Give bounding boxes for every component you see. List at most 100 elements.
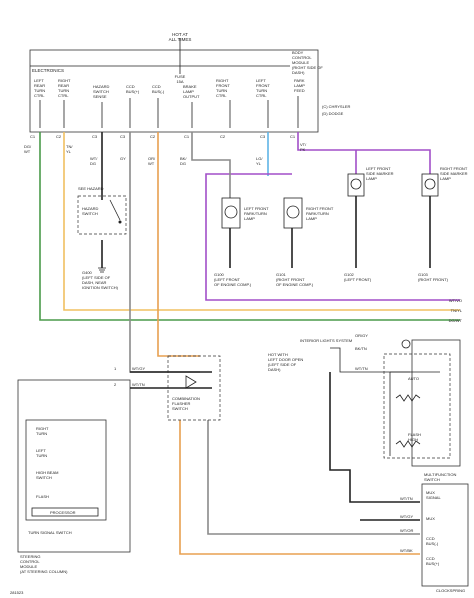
wire-label-pk: VT/	[300, 142, 307, 147]
clockspring-pin-1: MUX	[426, 490, 435, 495]
body-control-module-box	[29, 49, 319, 133]
multifunction-switch-inner	[383, 353, 451, 459]
lf-ground-2: (LEFT FRONT	[214, 277, 240, 282]
bcm-signal-right-rear-1: RIGHT	[58, 78, 71, 83]
bcm-signal-left-rear-1: LEFT	[34, 78, 44, 83]
bcm-signal-lamp-3: FEED	[294, 88, 305, 93]
wire-tan	[63, 132, 460, 311]
wire-purple-top	[297, 132, 431, 174]
clockspring-wire-1: WT/TN	[400, 496, 413, 501]
mfs-auto: AUTO	[408, 376, 419, 381]
bcm-title-3: MODULE	[292, 60, 309, 65]
hazard-switch-title-2: SWITCH	[82, 211, 98, 216]
lf-lamp-label-3: LAMP	[244, 216, 255, 221]
processor-box	[31, 507, 99, 517]
resistor-icon-2	[395, 440, 421, 448]
turn-signal-switch-box	[25, 419, 107, 521]
bcm-signal-lf-3: TURN	[256, 88, 267, 93]
bcm-signal-hazard-3: SENSE	[93, 94, 107, 99]
connector-c6: C1	[184, 134, 190, 139]
bcm-signal-brake-2: LAMP	[183, 89, 194, 94]
wire-purple-loop	[205, 173, 460, 301]
clockspring-wire-4: WT/BK	[400, 548, 413, 553]
scm-switch-title: TURN SIGNAL SWITCH	[28, 530, 72, 535]
legend-dodge: (D) DODGE	[322, 111, 344, 116]
bcm-signal-rf-3: TURN	[216, 88, 227, 93]
hazard-ground-label-3: DASH, NEAR	[82, 280, 107, 285]
lsm-label-1: LEFT FRONT	[366, 166, 391, 171]
bcm-signal-right-rear-4: CTRL	[58, 93, 69, 98]
scm-module-1: STEERING	[20, 554, 40, 559]
clockspring-pin-1b: SIGNAL	[426, 495, 441, 500]
clockspring-pin-4b: BUS(+)	[426, 561, 440, 566]
rf-ground-1: G101	[276, 272, 287, 277]
wire-gray	[129, 132, 200, 373]
bcm-signal-lf-2: FRONT	[256, 83, 270, 88]
clockspring-box	[421, 483, 469, 587]
rsm-label-3: LAMP	[440, 176, 451, 181]
bcm-signal-left-rear-2: REAR	[34, 83, 45, 88]
scm-pin-2: 2	[114, 382, 117, 387]
rf-lamp-label-3: LAMP	[306, 216, 317, 221]
bcm-signal-hazard-2: SWITCH	[93, 89, 109, 94]
bcm-title-2: CONTROL	[292, 55, 312, 60]
mfs-hot-4: DASH)	[268, 367, 281, 372]
wire-orange-lower	[179, 420, 420, 555]
wire-gray-front	[191, 132, 231, 198]
mfs-lamp-icon	[401, 339, 411, 349]
hot-at-all-times-label: HOT AT	[172, 32, 188, 37]
bcm-title-4: (RIGHT SIDE OF	[292, 65, 323, 70]
wire-black-pin	[330, 347, 410, 373]
wire-label-or-2: WT	[148, 161, 155, 166]
scm-switch-left-1: LEFT	[36, 448, 46, 453]
lsm-label-3: LAMP	[366, 176, 377, 181]
bcm-signal-ccd-b-1: CCD	[152, 84, 161, 89]
wire-label-tn: TN/	[66, 144, 73, 149]
hazard-switch-label: SEE HAZARD	[78, 186, 104, 191]
connector-c8: C3	[260, 134, 266, 139]
lf-ground-1: G100	[214, 272, 225, 277]
bcm-signal-ccd-2: BUS(+)	[126, 89, 140, 94]
wire-label-bk-2: DG	[180, 161, 186, 166]
lf-bulb-icon	[224, 205, 238, 219]
mfs-high-1: FLASH	[408, 432, 421, 437]
wire-label-lg-2: YL	[256, 161, 262, 166]
bcm-signal-lamp-2: LAMP	[294, 83, 305, 88]
lf-ground-3: OF ENGINE COMP.)	[214, 282, 252, 287]
bcm-signal-lf-1: LEFT	[256, 78, 266, 83]
connector-c1: C1	[30, 134, 36, 139]
wire-label-wt: WT/	[90, 156, 98, 161]
bcm-signal-left-rear-4: CTRL	[34, 93, 45, 98]
bcm-fuse-label: FUSE	[175, 74, 186, 79]
scm-module-4: (AT STEERING COLUMN)	[20, 569, 68, 574]
clockspring-pin-2: MUX	[426, 516, 435, 521]
scm-module-3: MODULE	[20, 564, 37, 569]
hazard-switch-box	[77, 195, 127, 235]
mfs-high-2: HIGH	[408, 437, 418, 442]
right-side-marker-bulb-icon	[424, 178, 436, 190]
legend-chrysler: (C) CHRYSLER	[322, 104, 350, 109]
scm-switch-left-2: TURN	[36, 453, 47, 458]
lsm-ground-1: G102	[344, 272, 355, 277]
bcm-signal-ccd-1: CCD	[126, 84, 135, 89]
edge-label-tn-yl: TN/YL	[451, 308, 463, 313]
clockspring-title: CLOCKSPRING	[436, 588, 465, 593]
rf-lamp-label-1: RIGHT FRONT	[306, 206, 334, 211]
mfs-wire-2: BK/TN	[355, 346, 367, 351]
wire-label-wt-2: DG	[90, 161, 96, 166]
wire-label-bk: BK/	[180, 156, 187, 161]
flasher-label-3: SWITCH	[172, 406, 188, 411]
hazard-ground-label-1: G400	[82, 270, 93, 275]
mfs-title-1: MULTIFUNCTION	[424, 472, 456, 477]
rsm-label-2: SIDE MARKER	[440, 171, 468, 176]
mfs-wire-1: OR/GY	[355, 333, 368, 338]
bcm-signal-ccd-b-2: BUS(-)	[152, 89, 165, 94]
wire-label-lg: LG/	[256, 156, 263, 161]
wire-gray-lower	[207, 420, 420, 535]
wire-orange-upper	[157, 132, 200, 357]
bcm-signal-right-rear-2: REAR	[58, 83, 69, 88]
bcm-electronics-label: ELECTRONICS	[32, 68, 64, 73]
wire-label-tn-2: YL	[66, 149, 72, 154]
